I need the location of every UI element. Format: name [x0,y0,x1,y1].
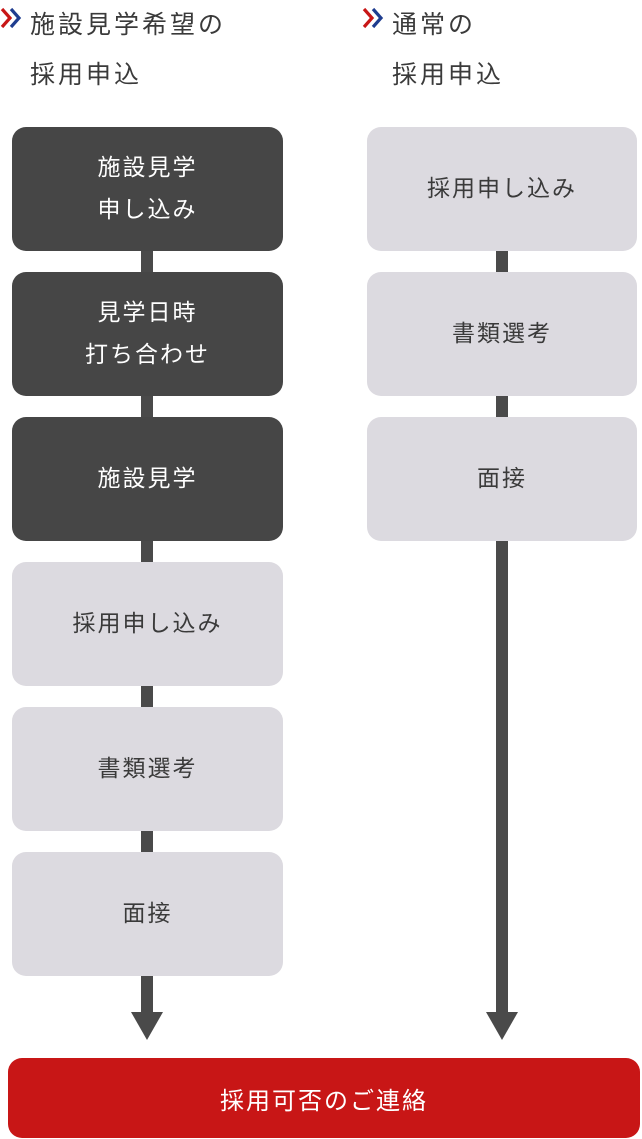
left-step-4: 採用申し込み [12,562,283,686]
left-step-5-line1: 書類選考 [97,756,198,782]
right-step-2: 書類選考 [367,272,637,396]
left-step-3: 施設見学 [12,417,283,541]
right-step-1-line1: 採用申し込み [427,176,577,202]
left-step-2-line1: 見学日時 [97,300,198,326]
left-step-6: 面接 [12,852,283,976]
right-heading-line2: 採用申込 [392,60,505,89]
left-heading-line2: 採用申込 [30,60,143,89]
left-arrow-head [131,1012,163,1040]
double-chevron-icon [362,7,384,29]
left-step-6-line1: 面接 [122,901,173,927]
right-step-3: 面接 [367,417,637,541]
double-chevron-icon [0,7,22,29]
right-heading-line1: 通常の [392,10,477,39]
left-heading-line1: 施設見学希望の [30,10,227,39]
left-step-5: 書類選考 [12,707,283,831]
left-step-2-line2: 打ち合わせ [85,342,210,368]
left-step-1: 施設見学 申し込み [12,127,283,251]
right-step-2-line1: 書類選考 [452,321,552,347]
left-step-3-line1: 施設見学 [97,466,198,492]
left-step-2: 見学日時 打ち合わせ [12,272,283,396]
final-result-label: 採用可否のご連絡 [220,1086,428,1115]
left-column-heading: 施設見学希望の 採用申込 [0,0,226,100]
right-step-1: 採用申し込み [367,127,637,251]
right-step-3-line1: 面接 [477,466,527,492]
left-step-1-line2: 申し込み [97,197,198,223]
right-arrow-head [486,1012,518,1040]
right-column-heading: 通常の 採用申込 [362,0,504,100]
left-step-4-line1: 採用申し込み [72,611,223,637]
left-step-1-line1: 施設見学 [97,155,198,181]
final-result-box: 採用可否のご連絡 [8,1058,640,1138]
